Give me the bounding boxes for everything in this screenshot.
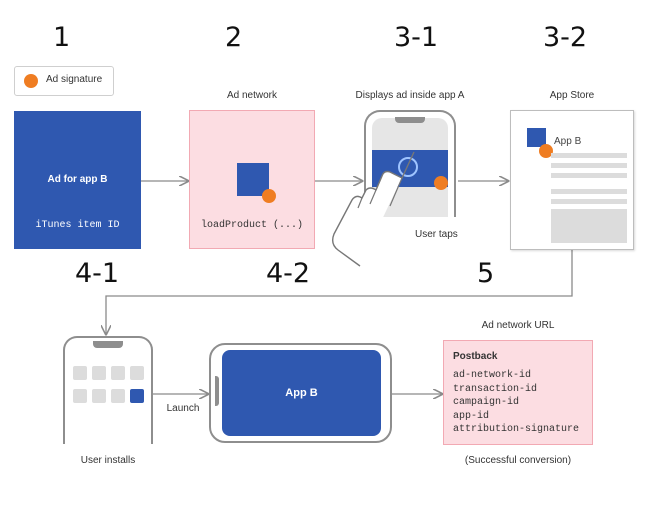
legend-label: Ad signature xyxy=(46,74,103,85)
app-tile xyxy=(73,366,87,380)
ad-box-subtitle: iTunes item ID xyxy=(35,220,120,231)
phone-notch xyxy=(395,117,425,123)
phone-notch xyxy=(215,376,219,406)
postback-title: Postback xyxy=(453,351,498,362)
app-icon xyxy=(527,128,546,147)
step-4-2: 4-2 xyxy=(266,258,311,289)
ad-box-title: Ad for app B xyxy=(47,174,108,185)
step-4-1: 4-1 xyxy=(75,258,120,289)
app-b-screen[interactable]: App B xyxy=(222,350,381,436)
postback-field: campaign-id xyxy=(453,397,520,408)
tap-ripple-icon xyxy=(398,157,418,177)
phone-installs xyxy=(63,336,153,444)
placeholder-line xyxy=(551,153,627,158)
step-5: 5 xyxy=(477,258,495,289)
app-tile xyxy=(111,366,125,380)
step-3-2: 3-2 xyxy=(543,22,588,53)
step-2: 2 xyxy=(225,22,243,53)
ad-signature-icon xyxy=(24,74,38,88)
app-store-page: App B xyxy=(510,110,634,250)
ad-network-code: loadProduct (...) xyxy=(200,220,304,231)
ad-signature-icon xyxy=(262,189,276,203)
postback-field: attribution-signature xyxy=(453,424,580,435)
phone-notch xyxy=(93,341,123,348)
postback-fields: ad-network-id transaction-id campaign-id… xyxy=(453,369,579,437)
app-store-app-name: App B xyxy=(554,136,582,147)
launch-label: Launch xyxy=(166,403,200,414)
app-tile xyxy=(111,389,125,403)
postback-box: Postback ad-network-id transaction-id ca… xyxy=(443,340,593,445)
step-3-1: 3-1 xyxy=(394,22,439,53)
app-b-icon[interactable] xyxy=(130,389,144,403)
hand-tap-icon xyxy=(331,151,415,267)
display-caption: Displays ad inside app A xyxy=(355,90,465,101)
phone-landscape: App B xyxy=(209,343,392,443)
postback-field: transaction-id xyxy=(453,383,538,395)
app-tile xyxy=(92,366,106,380)
ad-signature-icon xyxy=(434,176,448,190)
ad-signature-icon xyxy=(539,144,553,158)
install-caption: User installs xyxy=(80,455,136,466)
app-store-caption: App Store xyxy=(549,90,595,101)
placeholder-line xyxy=(551,163,627,168)
step-1: 1 xyxy=(53,22,71,53)
postback-caption: Ad network URL xyxy=(481,320,555,331)
postback-footer: (Successful conversion) xyxy=(464,455,572,466)
legend: Ad signature xyxy=(14,66,114,96)
tap-label: User taps xyxy=(415,229,458,240)
postback-field: app-id xyxy=(453,410,490,422)
placeholder-line xyxy=(551,189,627,194)
ad-network-caption: Ad network xyxy=(226,90,278,101)
ad-network-box: loadProduct (...) xyxy=(189,110,315,249)
arrow-store-to-install xyxy=(106,250,573,334)
placeholder-line xyxy=(551,199,627,204)
app-b-label: App B xyxy=(285,387,318,399)
app-tile xyxy=(130,366,144,380)
postback-field: ad-network-id xyxy=(453,370,532,381)
ad-box: Ad for app B iTunes item ID xyxy=(14,111,141,249)
placeholder-block xyxy=(551,209,627,243)
placeholder-line xyxy=(551,173,627,178)
app-tile xyxy=(92,389,106,403)
app-tile xyxy=(73,389,87,403)
